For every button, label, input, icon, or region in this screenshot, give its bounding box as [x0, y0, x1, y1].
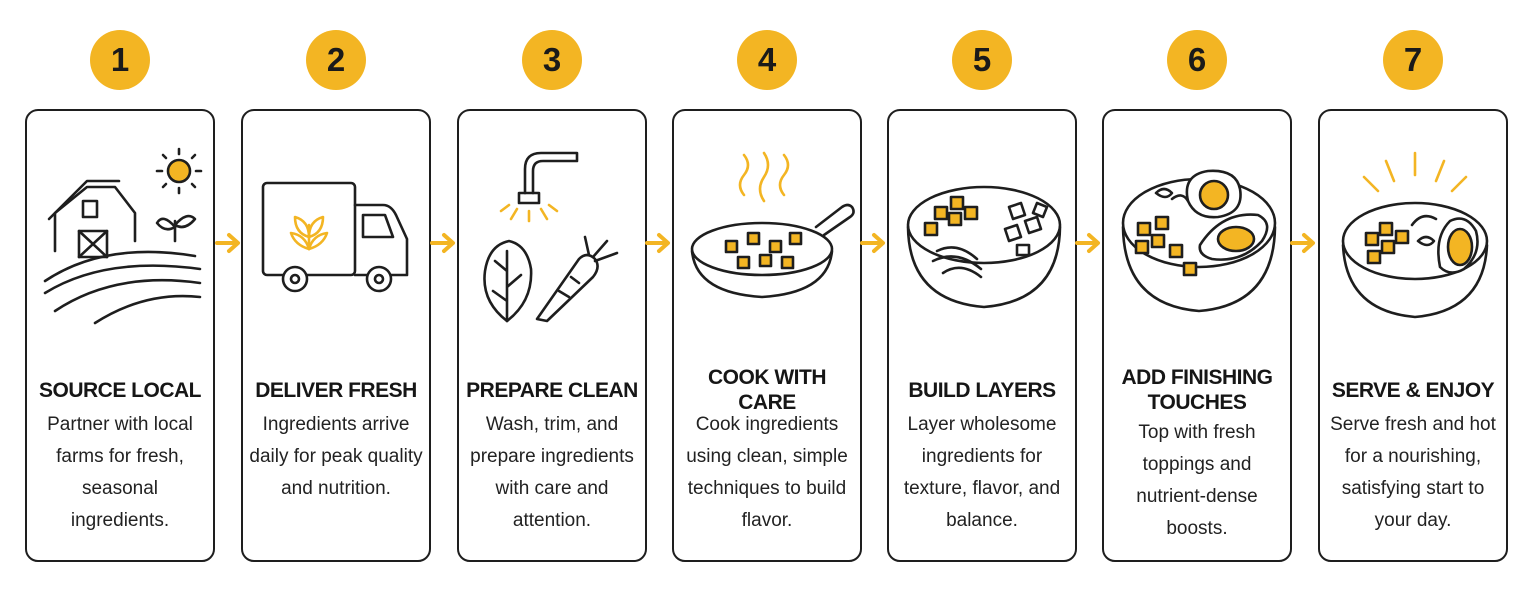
step-7: 7 SERVE & ENJOY Serve fresh and hot for …: [1318, 0, 1508, 593]
step-number-badge: 5: [952, 30, 1012, 90]
step-card: DELIVER FRESH Ingredients arrive daily f…: [241, 109, 431, 562]
step-number-badge: 6: [1167, 30, 1227, 90]
step-5: 5 BUILD LAYERS Layer wholesome ingredien…: [887, 0, 1077, 593]
step-card: BUILD LAYERS Layer wholesome ingredients…: [887, 109, 1077, 562]
step-title: SERVE & ENJOY: [1331, 378, 1495, 402]
step-description: Top with fresh toppings and nutrient-den…: [1136, 422, 1258, 539]
egg-avocado-bowl-icon: [1121, 169, 1277, 313]
step-4: 4 COOK WITH CARE Cook ingredients using …: [672, 0, 862, 593]
step-card: SOURCE LOCAL Partner with local farms fo…: [25, 109, 215, 562]
step-description: Cook ingredients using clean, simple tec…: [686, 414, 848, 531]
step-number-badge: 7: [1383, 30, 1443, 90]
arrow-right-icon: [1075, 233, 1100, 253]
step-card: PREPARE CLEAN Wash, trim, and prepare in…: [457, 109, 647, 562]
frying-pan-icon: [690, 151, 855, 299]
step-title: DELIVER FRESH: [255, 378, 417, 402]
arrow-right-icon: [860, 233, 885, 253]
step-title: PREPARE CLEAN: [466, 378, 638, 402]
step-title: BUILD LAYERS: [908, 378, 1056, 402]
step-description: Serve fresh and hot for a nourishing, sa…: [1330, 414, 1496, 531]
step-number-badge: 2: [306, 30, 366, 90]
step-1: 1 SOURCE LOCAL Partner with local farms …: [25, 0, 215, 593]
arrow-right-icon: [1290, 233, 1315, 253]
step-number-badge: 3: [522, 30, 582, 90]
step-title: SOURCE LOCAL: [39, 378, 202, 402]
arrow-right-icon: [645, 233, 670, 253]
step-card: SERVE & ENJOY Serve fresh and hot for a …: [1318, 109, 1508, 562]
serving-bowl-icon: [1341, 151, 1489, 319]
step-2: 2 DELIVER FRESH Ingredients arrive daily…: [241, 0, 431, 593]
step-number-badge: 4: [737, 30, 797, 90]
barn-sun-fields-icon: [43, 147, 203, 325]
faucet-vegetables-icon: [483, 151, 619, 323]
arrow-right-icon: [215, 233, 240, 253]
step-card: ADD FINISHING TOUCHES Top with fresh top…: [1102, 109, 1292, 562]
step-6: 6 ADD FINISHING TOUCHES Top with fresh t…: [1102, 0, 1292, 593]
step-title: COOK WITH CARE: [708, 366, 826, 414]
ingredient-bowl-icon: [906, 185, 1062, 309]
step-description: Wash, trim, and prepare ingredients with…: [470, 414, 634, 531]
step-description: Layer wholesome ingredients for texture,…: [903, 414, 1061, 531]
step-number-badge: 1: [90, 30, 150, 90]
step-card: COOK WITH CARE Cook ingredients using cl…: [672, 109, 862, 562]
delivery-truck-icon: [261, 181, 409, 293]
step-description: Partner with local farms for fresh, seas…: [47, 414, 193, 531]
step-3: 3 PREPARE CLEAN Wash, trim, and prepare …: [457, 0, 647, 593]
step-title: ADD FINISHING TOUCHES: [1121, 366, 1274, 414]
step-description: Ingredients arrive daily for peak qualit…: [249, 414, 423, 499]
arrow-right-icon: [430, 233, 455, 253]
